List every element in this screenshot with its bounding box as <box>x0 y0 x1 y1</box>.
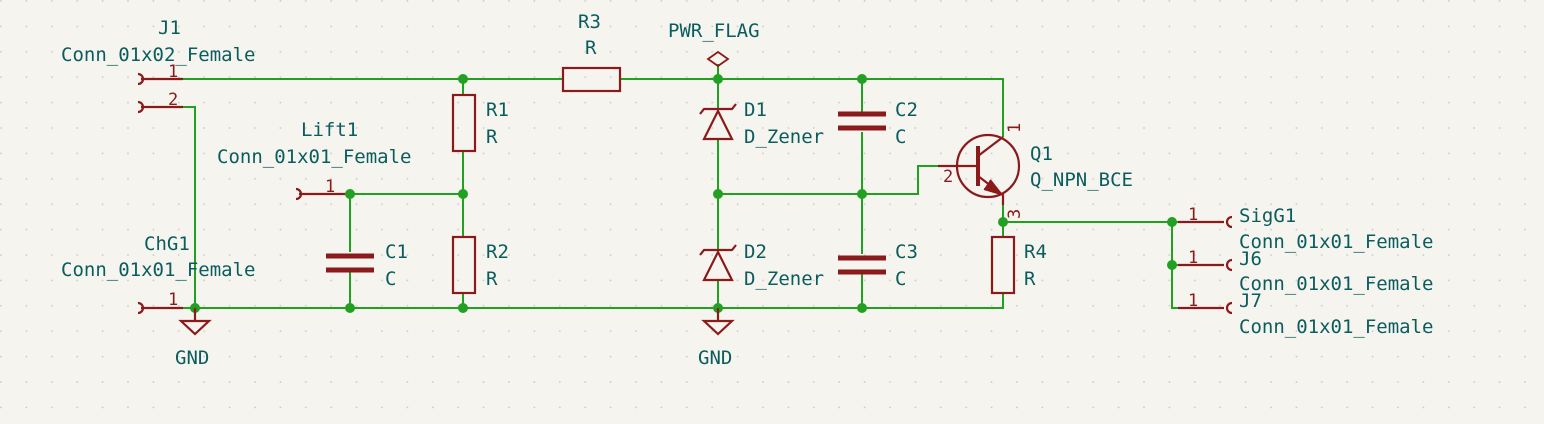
ref-j1: J1 <box>158 17 181 39</box>
value-j6: Conn_01x01_Female <box>1239 273 1433 295</box>
gnd-mid-label: GND <box>698 347 732 369</box>
resistor-r1-symbol <box>451 93 477 153</box>
value-c1: C <box>385 268 396 290</box>
value-d1: D_Zener <box>744 126 824 148</box>
value-r1: R <box>486 126 498 148</box>
junction-dot <box>713 74 723 84</box>
zener-d1-symbol <box>699 103 737 141</box>
wire-top-right <box>620 78 1004 137</box>
connector-j7-symbol <box>1178 301 1233 315</box>
junction-dot <box>998 217 1008 227</box>
junction-dot <box>857 303 867 313</box>
ref-r2: R2 <box>486 241 509 263</box>
pin-number: 1 <box>1188 248 1198 268</box>
junction-dot <box>458 74 468 84</box>
ref-c3: C3 <box>895 241 918 263</box>
wire-base <box>718 165 938 195</box>
zener-d2-symbol <box>699 244 737 282</box>
junction-dot <box>713 189 723 199</box>
pwr-flag-symbol <box>706 50 730 68</box>
pin-number: 2 <box>168 90 178 110</box>
ref-d1: D1 <box>744 99 767 121</box>
resistor-r3-symbol <box>561 66 622 93</box>
pin-number: 1 <box>325 177 335 197</box>
value-r2: R <box>486 268 498 290</box>
gnd-left-symbol <box>178 308 212 336</box>
junction-dot <box>857 189 867 199</box>
wires <box>183 64 1178 309</box>
junction-dot <box>345 303 355 313</box>
connector-j1-symbol <box>137 72 183 114</box>
resistor-r4-symbol <box>990 235 1016 295</box>
value-d2: D_Zener <box>744 268 824 290</box>
wire-bottom-right <box>463 293 1004 309</box>
pwr-flag-label: PWR_FLAG <box>668 20 760 42</box>
ref-r4: R4 <box>1024 241 1047 263</box>
capacitor-c2-symbol <box>838 111 886 131</box>
ref-j7: J7 <box>1239 290 1262 312</box>
pin-number: 3 <box>1005 209 1025 219</box>
labels: J1 Conn_01x02_Female R3 R PWR_FLAG Lift1… <box>61 11 1433 369</box>
connector-sigg1-symbol <box>1178 215 1233 229</box>
pin-number: 1 <box>1005 123 1025 133</box>
ref-j6: J6 <box>1239 248 1262 270</box>
connector-j6-symbol <box>1178 258 1233 272</box>
value-c2: C <box>895 126 906 148</box>
ref-chg1: ChG1 <box>144 233 190 255</box>
ref-r3: R3 <box>578 11 601 33</box>
junction-dot <box>1167 217 1177 227</box>
pin-numbers: 1 2 1 1 1 1 1 1 2 3 <box>168 62 1198 311</box>
ref-sigg1: SigG1 <box>1239 205 1296 227</box>
junction-dot <box>458 189 468 199</box>
gnd-mid-symbol <box>701 308 735 336</box>
value-j1: Conn_01x02_Female <box>61 44 255 66</box>
value-sigg1: Conn_01x01_Female <box>1239 231 1433 253</box>
pin-number: 1 <box>168 62 178 82</box>
value-lift1: Conn_01x01_Female <box>217 146 411 168</box>
connector-lift1-symbol <box>295 187 345 201</box>
value-chg1: Conn_01x01_Female <box>61 259 255 281</box>
ref-r1: R1 <box>486 99 509 121</box>
symbols <box>137 50 1233 336</box>
pin-number: 1 <box>168 290 178 310</box>
ref-q1: Q1 <box>1030 143 1053 165</box>
value-r3: R <box>585 37 597 59</box>
connector-chg1-symbol <box>137 301 183 315</box>
value-q1: Q_NPN_BCE <box>1030 169 1133 191</box>
value-r4: R <box>1024 268 1036 290</box>
ref-lift1: Lift1 <box>301 119 358 141</box>
capacitor-c1-symbol <box>326 253 374 273</box>
pin-number: 1 <box>1188 205 1198 225</box>
pin-number: 1 <box>1188 291 1198 311</box>
ref-c1: C1 <box>385 241 408 263</box>
capacitor-c3-symbol <box>838 255 886 275</box>
value-j7: Conn_01x01_Female <box>1239 316 1433 338</box>
wire-j1-pin2 <box>183 106 196 308</box>
junction-dot <box>458 303 468 313</box>
junction-dot <box>1167 260 1177 270</box>
value-c3: C <box>895 268 906 290</box>
junction-dot <box>857 74 867 84</box>
resistor-r2-symbol <box>451 235 477 295</box>
ref-d2: D2 <box>744 241 767 263</box>
junction-dot <box>345 189 355 199</box>
gnd-left-label: GND <box>175 347 209 369</box>
transistor-q1-symbol <box>938 133 1021 205</box>
ref-c2: C2 <box>895 99 918 121</box>
pin-number: 2 <box>943 167 953 187</box>
